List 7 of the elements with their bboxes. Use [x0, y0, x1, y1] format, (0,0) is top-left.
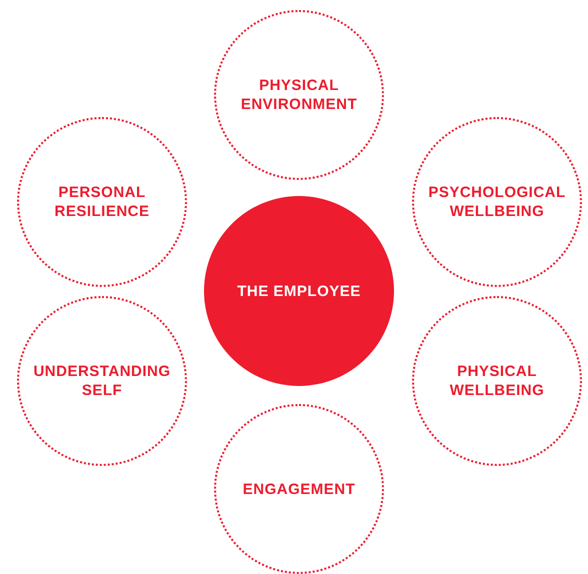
circle-label: THE EMPLOYEE [237, 282, 361, 300]
circle-label: PHYSICAL WELLBEING [448, 362, 546, 400]
circle-label: PSYCHOLOGICAL WELLBEING [427, 183, 567, 221]
circle-label: UNDERSTANDING SELF [32, 362, 172, 400]
circle-label: PHYSICAL ENVIRONMENT [240, 76, 358, 114]
circle-label: PERSONAL RESILIENCE [53, 183, 150, 221]
circle-label: ENGAGEMENT [242, 480, 356, 498]
